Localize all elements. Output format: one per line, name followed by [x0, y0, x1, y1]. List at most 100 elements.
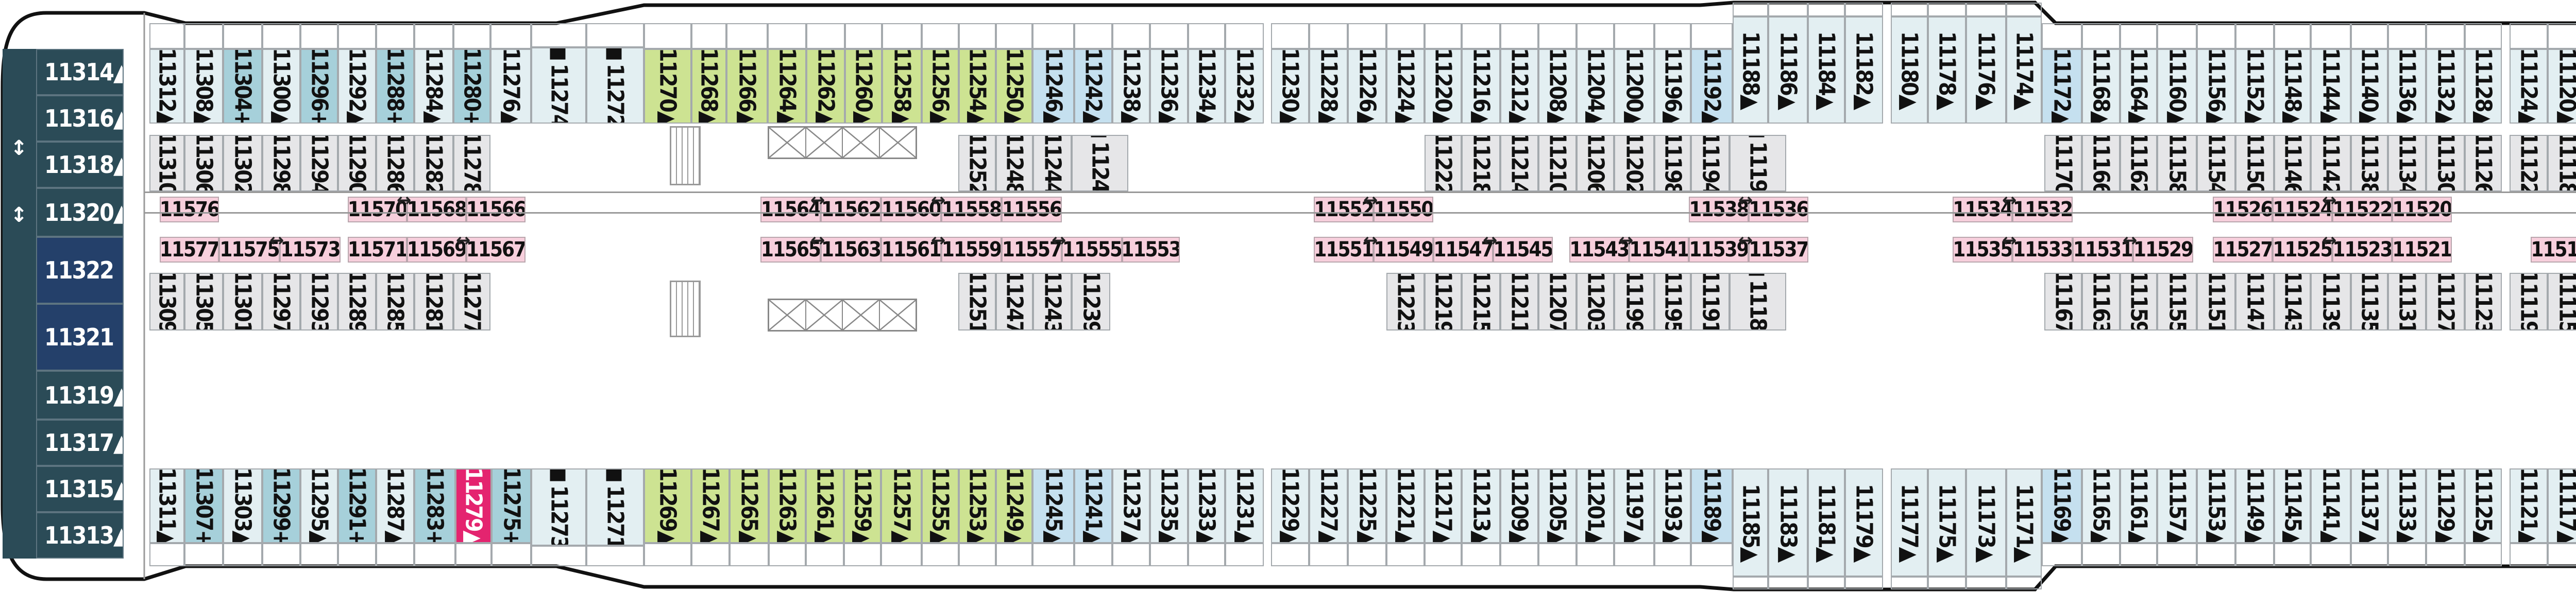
cabin-11192[interactable]: 11192▲ — [1691, 49, 1733, 124]
studio-11547[interactable]: 11547 — [1433, 237, 1493, 263]
cabin-11169[interactable]: 11169▲ — [2042, 468, 2082, 543]
cabin-11262[interactable]: 11262▲ — [806, 49, 845, 124]
studio-11541[interactable]: 11541 — [1629, 237, 1689, 263]
cabin-11287[interactable]: 11287▲ — [376, 468, 414, 543]
cabin-11130[interactable]: 11130 — [2426, 135, 2465, 191]
cabin-11220[interactable]: 11220▲ — [1425, 49, 1462, 124]
cabin-11297[interactable]: 11297 — [262, 273, 300, 330]
cabin-11133[interactable]: 11133▲ — [2388, 468, 2426, 543]
cabin-11189[interactable]: 11189▲ — [1691, 468, 1733, 543]
cabin-11243[interactable]: 11243 — [1033, 273, 1072, 330]
cabin-11162[interactable]: 11162 — [2120, 135, 2157, 191]
cabin-11311[interactable]: 11311▲ — [149, 468, 184, 543]
cabin-11187[interactable]: 11187 — [1730, 273, 1786, 330]
studio-11538[interactable]: 11538 — [1689, 197, 1749, 222]
studio-11570[interactable]: 11570 — [348, 197, 407, 222]
cabin-11279[interactable]: 11279▲ — [455, 468, 492, 543]
cabin-11199[interactable]: 11199 — [1614, 273, 1654, 330]
studio-11564[interactable]: 11564 — [760, 197, 821, 222]
cabin-11277[interactable]: 11277 — [453, 273, 490, 330]
studio-11556[interactable]: 11556 — [1002, 197, 1062, 222]
studio-11520[interactable]: 11520 — [2392, 197, 2452, 222]
cabin-11181[interactable]: 11181▲ — [1808, 468, 1845, 577]
studio-11576[interactable]: 11576 — [160, 197, 219, 222]
cabin-11269[interactable]: 11269▲ — [644, 468, 691, 543]
cabin-11242[interactable]: 11242▲ — [1074, 49, 1112, 124]
studio-11557[interactable]: 11557 — [1002, 237, 1062, 263]
cabin-11152[interactable]: 11152▲ — [2235, 49, 2274, 124]
studio-11550[interactable]: 11550 — [1374, 197, 1433, 222]
studio-11561[interactable]: 11561 — [881, 237, 941, 263]
cabin-11157[interactable]: 11157▲ — [2157, 468, 2197, 543]
studio-11577[interactable]: 11577 — [160, 237, 219, 263]
cabin-11170[interactable]: 11170 — [2044, 135, 2082, 191]
cabin-11155[interactable]: 11155 — [2157, 273, 2197, 330]
cabin-11148[interactable]: 11148▲ — [2274, 49, 2311, 124]
cabin-11143[interactable]: 11143 — [2274, 273, 2311, 330]
cabin-11201[interactable]: 11201▲ — [1577, 468, 1614, 543]
cabin-11249[interactable]: 11249▲ — [996, 468, 1032, 543]
cabin-11221[interactable]: 11221▲ — [1386, 468, 1425, 543]
cabin-11310[interactable]: 11310 — [149, 135, 184, 191]
cabin-11126[interactable]: 11126 — [2465, 135, 2502, 191]
cabin-11240[interactable]: 11240 — [1072, 135, 1128, 191]
cabin-11115[interactable]: 11115 — [2548, 273, 2576, 330]
cabin-11191[interactable]: 11191 — [1691, 273, 1730, 330]
cabin-11266[interactable]: 11266▲ — [726, 49, 768, 124]
cabin-11303[interactable]: 11303▲ — [223, 468, 262, 543]
cabin-11209[interactable]: 11209▲ — [1500, 468, 1538, 543]
cabin-11283[interactable]: 11283+ — [414, 468, 455, 543]
cabin-11178[interactable]: 11178▲ — [1928, 16, 1966, 124]
cabin-11168[interactable]: 11168▲ — [2082, 49, 2120, 124]
cabin-11172[interactable]: 11172▲ — [2042, 49, 2082, 124]
cabin-11257[interactable]: 11257▲ — [881, 468, 922, 543]
cabin-11131[interactable]: 11131 — [2388, 273, 2426, 330]
suite-11313[interactable]: 11313▲ — [36, 512, 124, 559]
studio-11535[interactable]: 11535 — [1953, 237, 2012, 263]
cabin-11196[interactable]: 11196▲ — [1654, 49, 1691, 124]
cabin-11164[interactable]: 11164▲ — [2120, 49, 2157, 124]
suite-11322[interactable]: 11322 — [36, 237, 124, 304]
cabin-11216[interactable]: 11216▲ — [1462, 49, 1500, 124]
cabin-11312[interactable]: 11312▲ — [149, 49, 184, 124]
cabin-11188[interactable]: 11188▲ — [1733, 16, 1768, 124]
cabin-11238[interactable]: 11238▲ — [1112, 49, 1150, 124]
cabin-11218[interactable]: 11218 — [1462, 135, 1500, 191]
studio-11519[interactable]: 11519 — [2531, 237, 2576, 263]
cabin-11251[interactable]: 11251 — [958, 273, 996, 330]
cabin-11153[interactable]: 11153▲ — [2197, 468, 2235, 543]
cabin-11241[interactable]: 11241▲ — [1074, 468, 1112, 543]
cabin-11120[interactable]: 11120▲ — [2548, 49, 2576, 124]
cabin-11250[interactable]: 11250▲ — [996, 49, 1032, 124]
studio-11559[interactable]: 11559 — [941, 237, 1002, 263]
cabin-11256[interactable]: 11256▲ — [922, 49, 959, 124]
cabin-11248[interactable]: 11248 — [996, 135, 1033, 191]
cabin-11245[interactable]: 11245▲ — [1032, 468, 1074, 543]
cabin-11253[interactable]: 11253▲ — [959, 468, 996, 543]
cabin-11223[interactable]: 11223 — [1386, 273, 1425, 330]
cabin-11307[interactable]: 11307+ — [184, 468, 223, 543]
cabin-11290[interactable]: 11290 — [338, 135, 376, 191]
studio-11521[interactable]: 11521 — [2392, 237, 2452, 263]
cabin-11150[interactable]: 11150 — [2235, 135, 2274, 191]
studio-11523[interactable]: 11523 — [2332, 237, 2392, 263]
cabin-11264[interactable]: 11264▲ — [768, 49, 806, 124]
cabin-11203[interactable]: 11203 — [1577, 273, 1614, 330]
cabin-11263[interactable]: 11263▲ — [769, 468, 806, 543]
studio-11558[interactable]: 11558 — [941, 197, 1002, 222]
cabin-11219[interactable]: 11219 — [1425, 273, 1462, 330]
studio-11562[interactable]: 11562 — [821, 197, 881, 222]
cabin-11282[interactable]: 11282 — [414, 135, 453, 191]
cabin-11281[interactable]: 11281 — [414, 273, 453, 330]
cabin-11271[interactable]: 11271 — [586, 468, 644, 546]
cabin-11128[interactable]: 11128▲ — [2465, 49, 2502, 124]
cabin-11288[interactable]: 11288+ — [376, 49, 414, 124]
cabin-11177[interactable]: 11177▲ — [1891, 468, 1928, 577]
cabin-11231[interactable]: 11231▲ — [1225, 468, 1264, 543]
cabin-11200[interactable]: 11200▲ — [1614, 49, 1654, 124]
cabin-11229[interactable]: 11229▲ — [1271, 468, 1309, 543]
cabin-11286[interactable]: 11286 — [376, 135, 414, 191]
suite-11314[interactable]: 11314▲ — [36, 49, 124, 95]
cabin-11141[interactable]: 11141▲ — [2311, 468, 2351, 543]
cabin-11149[interactable]: 11149▲ — [2235, 468, 2274, 543]
